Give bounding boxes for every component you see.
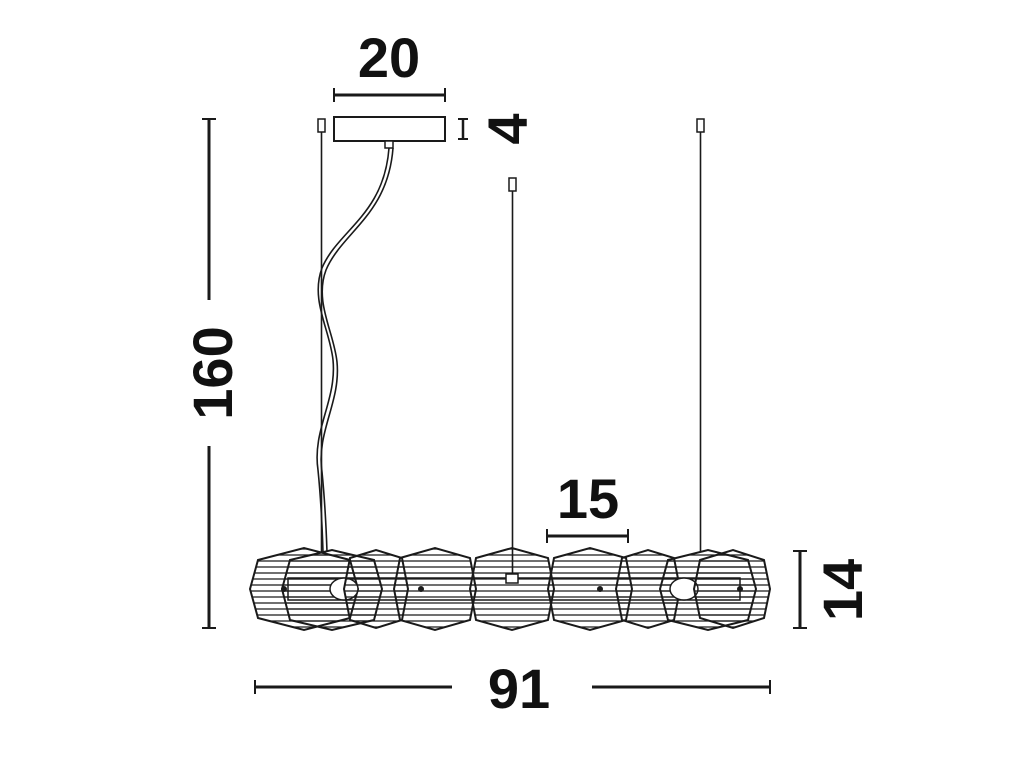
lamp-shade <box>692 548 772 630</box>
dimension-label-shade-width: 15 <box>557 467 619 530</box>
dimension-label-canopy-width: 20 <box>358 26 420 89</box>
dimension-label-total-height: 160 <box>181 326 244 419</box>
light-bar <box>248 546 772 632</box>
ceiling-canopy <box>333 116 446 149</box>
dimension-label-total-width: 91 <box>488 657 550 720</box>
dimension-total-height: 160 <box>181 118 244 629</box>
dimension-canopy-width: 20 <box>333 26 446 102</box>
lamp-shade <box>392 546 478 632</box>
dimension-shade-height: 14 <box>793 550 874 629</box>
dimension-canopy-height: 4 <box>458 113 539 145</box>
dimension-label-shade-height: 14 <box>811 559 874 621</box>
dimension-total-width: 91 <box>254 657 771 720</box>
dimension-label-canopy-height: 4 <box>476 113 539 144</box>
dimension-shade-width: 15 <box>546 467 629 543</box>
suspension-wires <box>316 118 705 578</box>
lamp-shade <box>468 546 556 632</box>
